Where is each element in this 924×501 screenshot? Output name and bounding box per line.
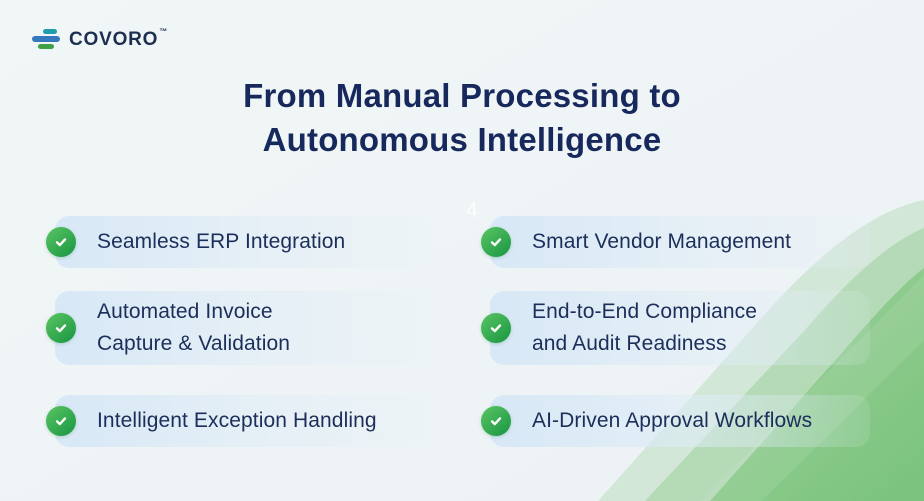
feature-row-exception-handling: Intelligent Exception Handling <box>46 395 435 447</box>
page-number: 4 <box>466 199 478 222</box>
page-title: From Manual Processing to Autonomous Int… <box>0 74 924 162</box>
feature-row-compliance-audit: End-to-End Compliance and Audit Readines… <box>481 291 870 365</box>
check-icon <box>481 313 511 343</box>
check-icon <box>481 406 511 436</box>
page-title-line2: Autonomous Intelligence <box>262 121 662 158</box>
feature-label: Intelligent Exception Handling <box>97 409 377 432</box>
feature-label: Seamless ERP Integration <box>97 230 346 253</box>
feature-column-right: Smart Vendor Management End-to-End Compl… <box>481 216 870 447</box>
feature-row-vendor-management: Smart Vendor Management <box>481 216 870 268</box>
logo-bar-teal <box>43 29 57 34</box>
feature-label: AI-Driven Approval Workflows <box>532 409 813 432</box>
check-icon <box>46 227 76 257</box>
feature-label: Smart Vendor Management <box>532 230 792 253</box>
feature-row-seamless-erp: Seamless ERP Integration <box>46 216 435 268</box>
feature-row-approval-workflows: AI-Driven Approval Workflows <box>481 395 870 447</box>
check-icon <box>46 313 76 343</box>
feature-row-invoice-capture: Automated Invoice Capture & Validation <box>46 291 435 365</box>
feature-label: Automated Invoice Capture & Validation <box>97 300 291 355</box>
covoro-logo: COVORO™ <box>32 27 169 50</box>
check-icon <box>46 406 76 436</box>
feature-column-left: Seamless ERP Integration Automated Invoi… <box>46 216 435 447</box>
logo-bar-blue <box>32 36 60 42</box>
logo-wordmark: COVORO™ <box>69 27 169 50</box>
covoro-logo-icon <box>32 29 60 50</box>
feature-label: End-to-End Compliance and Audit Readines… <box>532 300 758 355</box>
check-icon <box>481 227 511 257</box>
page-title-line1: From Manual Processing to <box>243 77 681 114</box>
logo-text: COVORO <box>69 29 159 50</box>
trademark-symbol: ™ <box>159 27 169 36</box>
logo-bar-green <box>38 44 54 49</box>
